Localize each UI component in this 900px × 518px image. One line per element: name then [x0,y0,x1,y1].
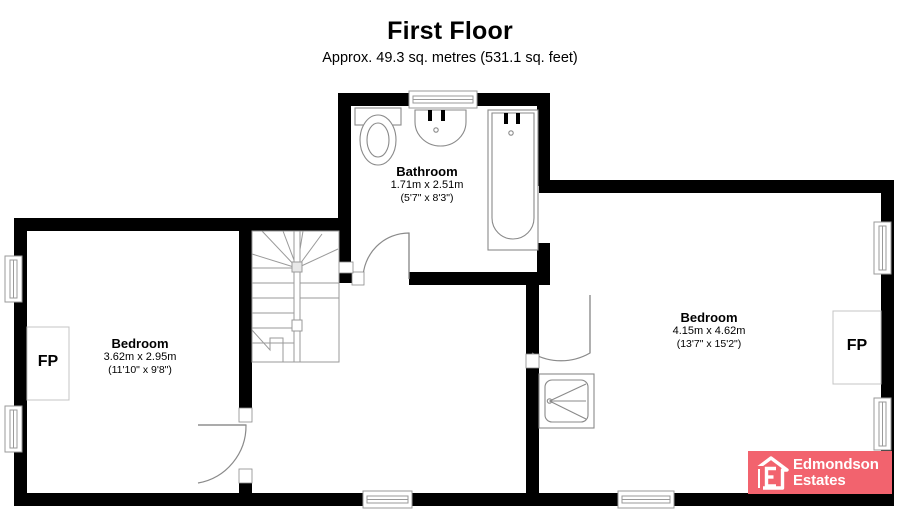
wall-left-bedroom-right [239,218,252,408]
window-right-lower [873,397,892,451]
fireplace-left-hearth [26,326,70,401]
page-title: First Floor [387,17,513,45]
wall-landing-stub-right [339,272,352,283]
fireplace-group [26,310,882,401]
wall-jog-bathroom-to-bedroom [550,180,563,193]
door-left-bedroom-swing [197,424,247,484]
stair-newel-bottom [291,319,303,332]
wall-landing-right [526,285,539,354]
bathroom-fixtures [354,107,539,251]
door-jamb-group [238,261,540,484]
jamb-right-bedroom-a [525,353,540,369]
brand-name-line2: Estates [793,471,846,489]
brand-logo-text: Edmondson Estates [793,457,879,488]
sink-plug [433,127,439,133]
stair-newel-top [291,261,303,273]
jamb-stair-right [338,261,354,274]
wall-landing-right-lower [526,368,539,506]
sink-tap-right [441,110,445,121]
wall-bottom-right [533,493,894,506]
plan-header: First Floor Approx. 49.3 sq. metres (531… [0,17,900,66]
wall-right-bedroom-top [539,180,894,193]
fireplace-left-label: FP [37,353,59,370]
toilet-seat-inner [366,122,390,158]
sink-tap-left [428,110,432,121]
jamb-left-bedroom-b [238,468,253,484]
wall-bathroom-bottom [409,272,550,285]
bathtub-icon [491,112,535,240]
shower-tray-icon [538,373,595,429]
fireplace-right-hearth [832,310,882,385]
stair-winder-1 [261,230,298,269]
plan-area-subtitle: Approx. 49.3 sq. metres (531.1 sq. feet) [322,49,578,66]
window-bottom-left [362,490,413,509]
door-right-bedroom-swing [531,295,591,362]
window-group [4,90,892,509]
brand-name-line1: Edmondson [793,456,879,474]
window-right-upper [873,221,892,275]
window-bathroom-top [408,90,478,109]
bathtub-plug [508,130,514,136]
wall-bottom-left [14,493,533,506]
wall-group [14,93,894,506]
wall-bathroom-right-upper [537,93,550,186]
wall-left-bedroom-top [14,218,252,231]
stair-winder-5 [296,248,339,269]
sink-icon [414,109,467,147]
shower-spray-down [549,400,587,420]
wall-bathroom-left [338,93,351,283]
staircase-icon [251,230,340,363]
shower-spray-up [549,383,587,402]
stair-winder-6 [251,253,298,269]
window-left-upper [4,255,23,303]
bathtub-tap-left [504,113,508,124]
brand-logo[interactable]: Edmondson Estates [748,451,892,494]
stair-bottom-step [251,329,284,363]
wall-stair-top-stub [252,218,342,231]
stair-handrail [293,230,301,363]
bathtub-tap-right [516,113,520,124]
jamb-left-bedroom-a [238,407,253,423]
window-bottom-right [617,490,675,509]
door-bathroom-swing [362,232,410,280]
jamb-bathroom-a [351,271,365,286]
house-e-logo-icon [753,455,789,490]
fireplace-right-label: FP [846,337,868,354]
window-left-lower [4,405,23,453]
